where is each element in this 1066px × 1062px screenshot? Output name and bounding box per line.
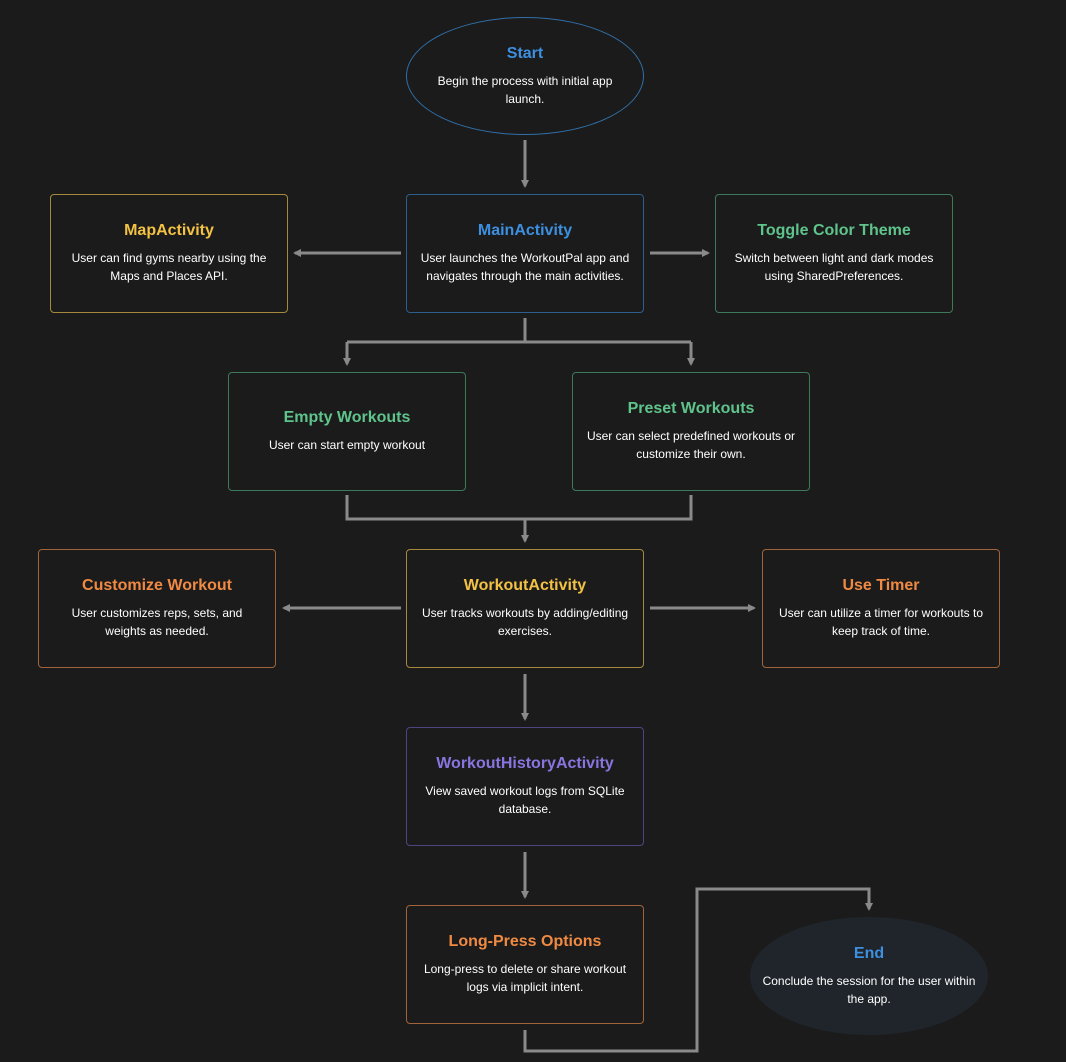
- customize-workout-title: Customize Workout: [82, 577, 232, 594]
- empty-workouts-description: User can start empty workout: [268, 438, 426, 452]
- preset-workouts-description: User can select predefined workouts or c…: [586, 429, 796, 461]
- workout-history-title: WorkoutHistoryActivity: [436, 755, 614, 772]
- main-activity-node: MainActivity User launches the WorkoutPa…: [406, 194, 644, 313]
- empty-workouts-node: Empty Workouts User can start empty work…: [228, 372, 466, 491]
- end-title: End: [853, 944, 885, 962]
- workout-activity-node: WorkoutActivity User tracks workouts by …: [406, 549, 644, 668]
- map-activity-description: User can find gyms nearby using the Maps…: [71, 251, 267, 283]
- arrow-longpress-to-end: [523, 887, 873, 1053]
- start-description: Begin the process with initial app launc…: [437, 73, 613, 106]
- empty-workouts-title: Empty Workouts: [283, 409, 411, 426]
- toggle-theme-title: Toggle Color Theme: [757, 222, 911, 239]
- connector-main-split: [347, 318, 691, 344]
- toggle-theme-node: Toggle Color Theme Switch between light …: [715, 194, 953, 313]
- workout-history-node: WorkoutHistoryActivity View saved workou…: [406, 727, 644, 846]
- preset-workouts-node: Preset Workouts User can select predefin…: [572, 372, 810, 491]
- start-node: Start Begin the process with initial app…: [406, 17, 644, 135]
- connector-merge-to-workout: [345, 495, 693, 521]
- use-timer-node: Use Timer User can utilize a timer for w…: [762, 549, 1000, 668]
- customize-workout-node: Customize Workout User customizes reps, …: [38, 549, 276, 668]
- end-description: Conclude the session for the user within…: [762, 973, 976, 1006]
- main-activity-description: User launches the WorkoutPal app and nav…: [420, 251, 630, 283]
- workout-activity-description: User tracks workouts by adding/editing e…: [421, 606, 629, 638]
- start-title: Start: [506, 44, 544, 62]
- long-press-options-node: Long-Press Options Long-press to delete …: [406, 905, 644, 1024]
- workout-activity-title: WorkoutActivity: [463, 577, 587, 594]
- use-timer-description: User can utilize a timer for workouts to…: [778, 606, 984, 638]
- workout-history-description: View saved workout logs from SQLite data…: [425, 784, 625, 816]
- toggle-theme-description: Switch between light and dark modes usin…: [734, 251, 934, 283]
- preset-workouts-title: Preset Workouts: [627, 400, 755, 417]
- map-activity-node: MapActivity User can find gyms nearby us…: [50, 194, 288, 313]
- customize-workout-description: User customizes reps, sets, and weights …: [71, 606, 243, 638]
- use-timer-title: Use Timer: [842, 577, 920, 594]
- end-node: End Conclude the session for the user wi…: [750, 917, 988, 1035]
- map-activity-title: MapActivity: [124, 222, 214, 239]
- main-activity-title: MainActivity: [477, 222, 573, 239]
- long-press-options-title: Long-Press Options: [448, 933, 602, 950]
- long-press-options-description: Long-press to delete or share workout lo…: [423, 962, 627, 994]
